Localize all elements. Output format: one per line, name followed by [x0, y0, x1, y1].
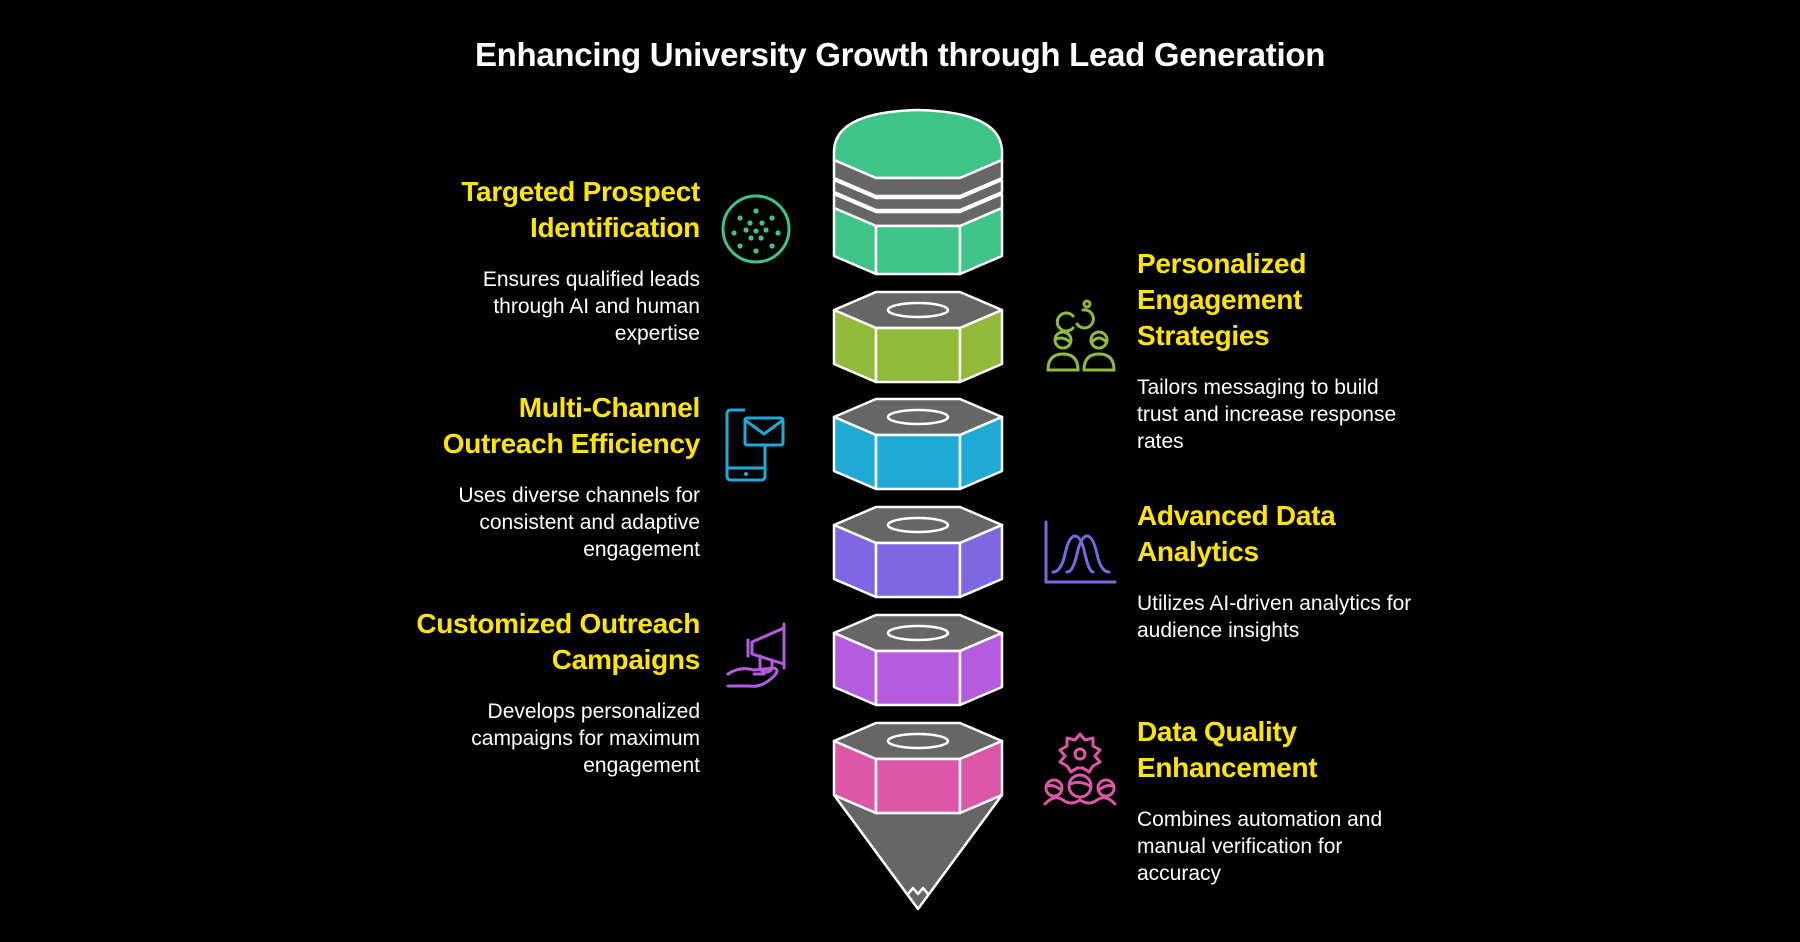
heading-line: Strategies — [1137, 320, 1270, 351]
description-line: consistent and adaptive — [479, 511, 700, 534]
description-line: audience insights — [1137, 619, 1300, 642]
description-line: Ensures qualified leads — [482, 268, 700, 291]
item-heading: Customized Outreach Campaigns — [400, 606, 700, 678]
item-description: Develops personalized campaigns for maxi… — [400, 698, 700, 779]
description-line: engagement — [583, 538, 700, 561]
item-heading: Multi-Channel Outreach Efficiency — [400, 390, 701, 462]
item-customized-outreach-campaigns: Customized Outreach Campaigns Develops p… — [400, 606, 700, 779]
dotted-circle-icon — [721, 194, 791, 264]
item-multi-channel-outreach-efficiency: Multi-Channel Outreach Efficiency Uses d… — [400, 390, 701, 563]
diagram-title: Enhancing University Growth through Lead… — [474, 36, 1326, 73]
heading-line: Multi-Channel — [518, 392, 701, 423]
description-line: Uses diverse channels for — [458, 484, 700, 507]
phone-mail-icon — [725, 408, 785, 482]
item-description: Utilizes AI-driven analytics for audienc… — [1137, 590, 1437, 644]
heading-line: Campaigns — [551, 644, 701, 675]
heading-line: Outreach Efficiency — [442, 428, 701, 459]
description-line: campaigns for maximum — [471, 727, 700, 750]
segment-4-nut — [832, 505, 1004, 599]
item-advanced-data-analytics: Advanced Data Analytics Utilizes AI-driv… — [1137, 498, 1437, 644]
description-line: Utilizes AI-driven analytics for — [1137, 592, 1412, 615]
heading-line: Data Quality — [1137, 716, 1297, 747]
description-line: Develops personalized — [487, 700, 700, 723]
description-line: rates — [1137, 430, 1184, 453]
item-description: Tailors messaging to build trust and inc… — [1137, 374, 1437, 455]
description-line: accuracy — [1137, 862, 1222, 885]
item-heading: Data Quality Enhancement — [1137, 714, 1437, 786]
item-data-quality-enhancement: Data Quality Enhancement Combines automa… — [1137, 714, 1437, 887]
description-line: through AI and human — [493, 295, 700, 318]
heading-line: Engagement — [1137, 284, 1303, 315]
item-description: Ensures qualified leads through AI and h… — [400, 266, 700, 347]
item-description: Combines automation and manual verificat… — [1137, 806, 1437, 887]
item-personalized-engagement-strategies: Personalized Engagement Strategies Tailo… — [1137, 246, 1437, 455]
description-line: trust and increase response — [1137, 403, 1397, 426]
gear-team-icon — [1043, 732, 1117, 806]
description-line: manual verification for — [1137, 835, 1343, 858]
heading-line: Advanced Data — [1137, 500, 1336, 531]
segment-3-nut — [832, 397, 1004, 491]
heading-line: Enhancement — [1137, 752, 1318, 783]
segment-2-nut — [832, 290, 1004, 384]
people-connection-icon — [1046, 299, 1116, 372]
item-targeted-prospect-identification: Targeted Prospect Identification Ensures… — [400, 174, 700, 347]
distribution-chart-icon — [1044, 520, 1117, 584]
description-line: Combines automation and — [1137, 808, 1383, 831]
megaphone-hand-icon — [726, 622, 786, 688]
item-heading: Personalized Engagement Strategies — [1137, 246, 1437, 354]
heading-line: Analytics — [1137, 536, 1259, 567]
heading-line: Targeted Prospect — [461, 176, 700, 207]
description-line: engagement — [583, 754, 700, 777]
item-heading: Targeted Prospect Identification — [400, 174, 700, 246]
item-heading: Advanced Data Analytics — [1137, 498, 1437, 570]
heading-line: Customized Outreach — [416, 608, 700, 639]
segment-5-nut — [832, 613, 1004, 707]
segment-6-tip — [832, 721, 1004, 911]
segment-1-cap — [832, 108, 1004, 276]
description-line: expertise — [614, 322, 700, 345]
description-line: Tailors messaging to build — [1137, 376, 1379, 399]
heading-line: Personalized — [1137, 248, 1307, 279]
item-description: Uses diverse channels for consistent and… — [400, 482, 700, 563]
heading-line: Identification — [529, 212, 700, 243]
